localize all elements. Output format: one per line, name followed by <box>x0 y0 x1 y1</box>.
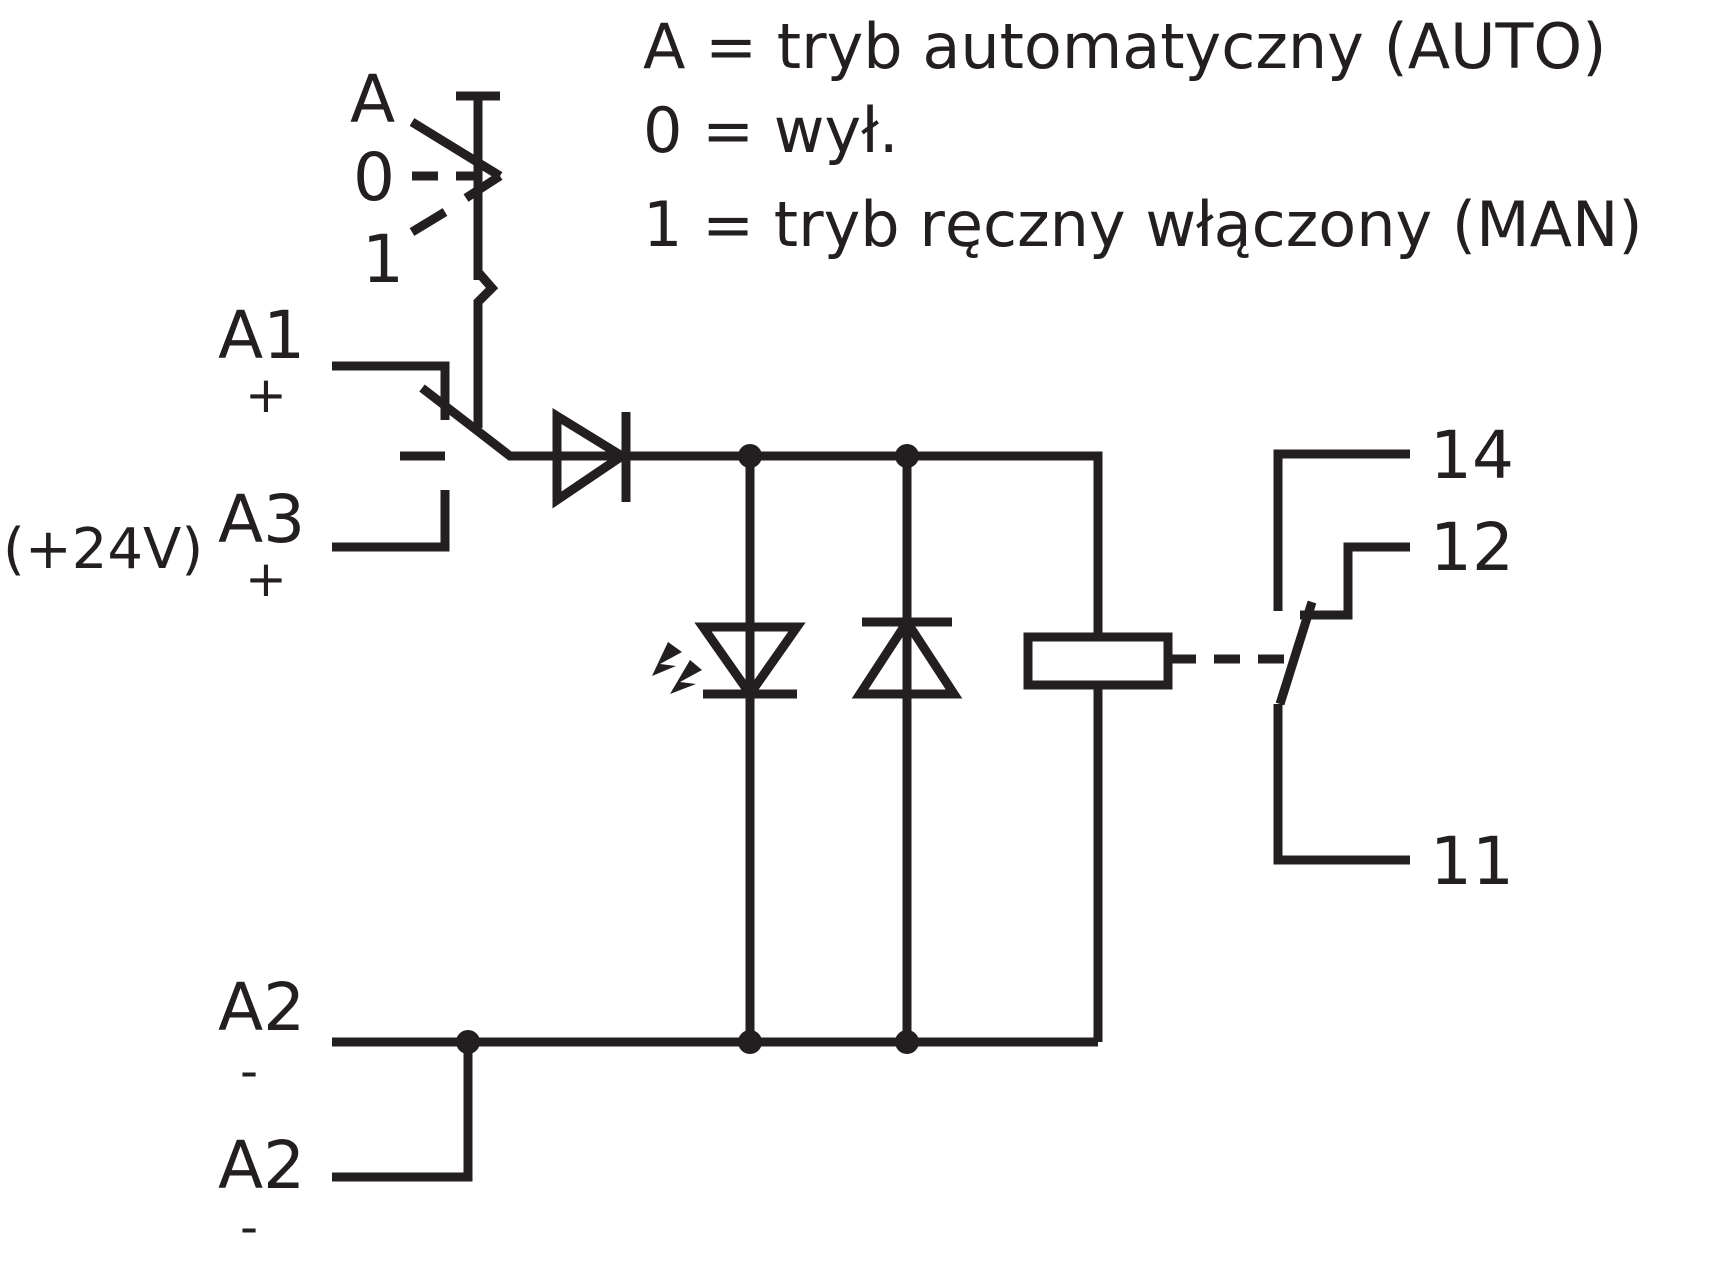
terminal-a2-bottom: A2 - <box>218 1127 305 1256</box>
terminal-a3: (+24V) A3 + <box>3 451 450 608</box>
contact-14-label: 14 <box>1430 417 1514 494</box>
switch-mechanical-link <box>473 269 499 428</box>
contact-11-label: 11 <box>1430 823 1514 900</box>
legend-auto: A = tryb automatyczny (AUTO) <box>643 10 1606 83</box>
terminal-a3-note: (+24V) <box>3 517 203 582</box>
changeover-contact: 14 12 11 <box>1273 417 1514 900</box>
switch-lever-man <box>409 208 448 236</box>
terminal-a3-label: A3 <box>218 481 305 558</box>
switch-position-0: 0 <box>353 139 395 216</box>
switch-lever-auto <box>409 118 503 180</box>
freewheeling-diode <box>851 456 963 1042</box>
legend-man: 1 = tryb ręczny włączony (MAN) <box>643 188 1643 261</box>
terminal-a2-top: A2 - <box>218 969 305 1100</box>
terminal-a1: A1 + <box>218 297 450 424</box>
switch-position-a: A <box>350 61 395 138</box>
legend: A = tryb automatyczny (AUTO) 0 = wył. 1 … <box>643 10 1643 261</box>
series-diode-triangle <box>552 407 631 509</box>
terminal-a2-top-polarity: - <box>240 1042 258 1100</box>
a2-bridge-wire <box>332 1042 473 1182</box>
terminal-a1-polarity: + <box>245 366 287 424</box>
terminal-a2-top-label: A2 <box>218 969 305 1046</box>
terminal-a3-polarity: + <box>245 550 287 608</box>
diode-triangle <box>851 613 963 699</box>
relay-coil-box <box>1023 632 1173 690</box>
positive-bus <box>626 451 1103 634</box>
led-triangle <box>694 622 806 702</box>
junction-dot <box>738 1030 762 1054</box>
contact-12-wire <box>1300 542 1410 620</box>
contact-blade <box>1275 600 1317 706</box>
contact-14-wire <box>1273 449 1410 611</box>
light-arrow-icon <box>670 660 702 694</box>
light-emission-icon <box>652 642 702 694</box>
relay-coil <box>1023 632 1290 1042</box>
switch-contact-blade <box>419 384 630 461</box>
mode-selector-switch: A 0 1 <box>350 61 503 428</box>
legend-off: 0 = wył. <box>643 94 899 167</box>
switch-position-1: 1 <box>362 221 404 298</box>
terminal-a3-wire <box>332 490 450 552</box>
terminal-a2-bottom-polarity: - <box>240 1198 258 1256</box>
terminal-a1-label: A1 <box>218 297 305 374</box>
contact-11-wire <box>1273 704 1410 865</box>
contact-12-label: 12 <box>1430 509 1514 586</box>
terminal-a2-bottom-label: A2 <box>218 1127 305 1204</box>
switch-lever-return <box>463 172 503 202</box>
status-led <box>652 456 806 1042</box>
light-arrow-icon <box>652 642 682 676</box>
junction-dot <box>895 1030 919 1054</box>
